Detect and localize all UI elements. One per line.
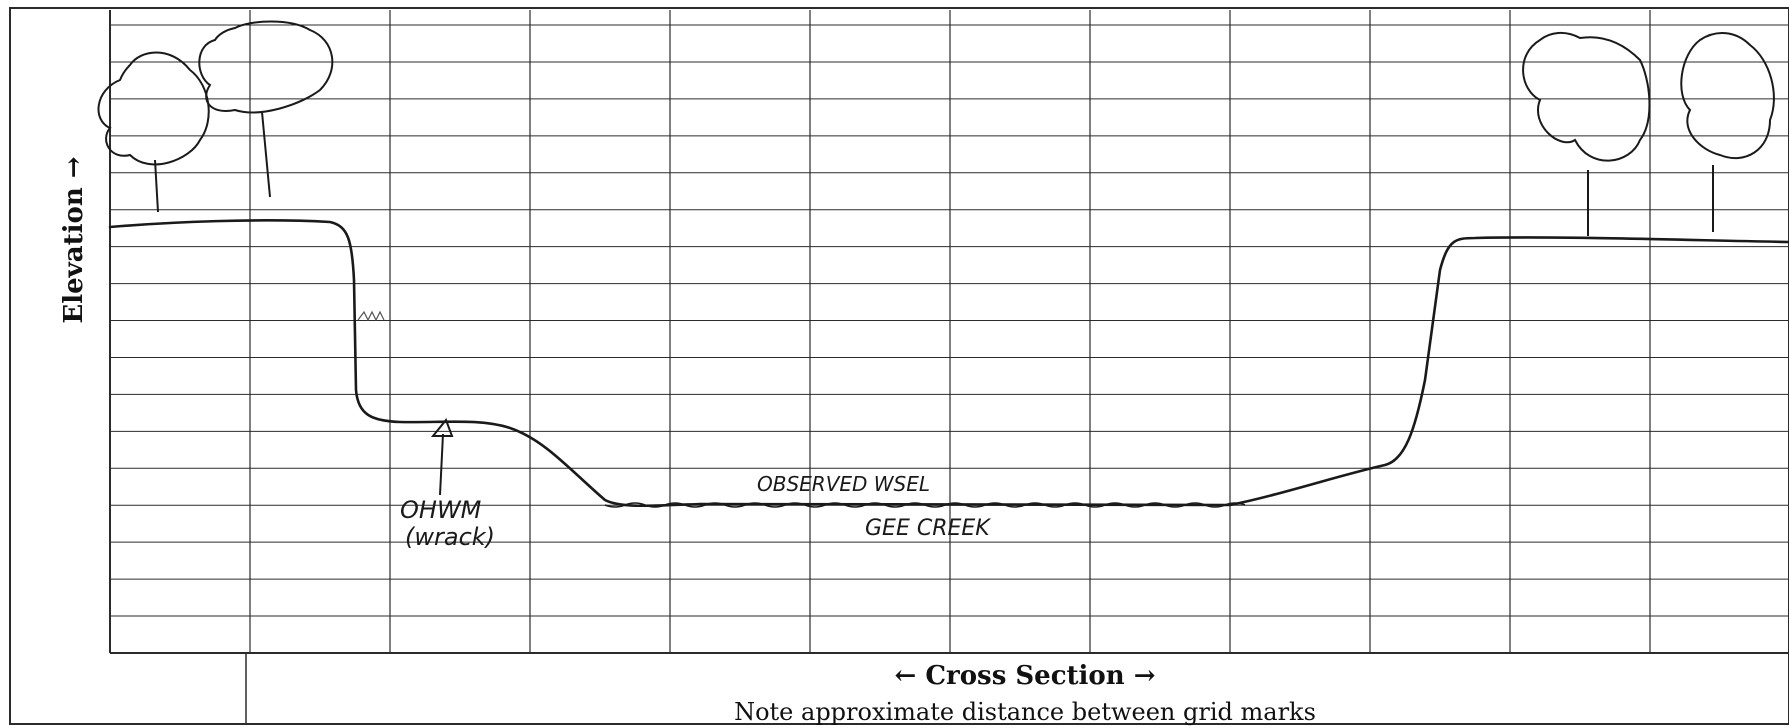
ohwm-note: (wrack)	[405, 523, 495, 551]
cross-section-label: ← Cross Section →	[894, 661, 1155, 691]
distance-note: Note approximate distance between grid m…	[734, 698, 1316, 726]
grid	[109, 10, 1789, 654]
elevation-axis: Elevation →	[59, 156, 89, 323]
tree-right-1	[1522, 32, 1651, 162]
water-surface-line	[604, 502, 1246, 508]
tree-left-1-trunk	[154, 159, 159, 213]
wrack-mark	[357, 310, 385, 322]
tree-left-2-trunk	[261, 111, 271, 198]
tree-right-2	[1680, 32, 1775, 160]
sheet-border	[9, 7, 1789, 725]
creek-name-label: GEE CREEK	[865, 516, 991, 541]
left-trees	[97, 20, 334, 213]
right-trees	[1522, 32, 1775, 236]
ground-profile-line	[108, 219, 1789, 508]
ohwm-label: OHWM	[400, 496, 482, 524]
ohwm-callout: OHWM (wrack)	[400, 418, 495, 551]
observed-wsel-label: OBSERVED WSEL	[757, 472, 930, 496]
tree-left-1	[97, 51, 210, 166]
elevation-label: Elevation →	[59, 156, 89, 323]
ohwm-arrowhead	[430, 418, 454, 437]
ohwm-arrow-shaft	[439, 433, 444, 496]
tree-left-2	[198, 20, 334, 114]
